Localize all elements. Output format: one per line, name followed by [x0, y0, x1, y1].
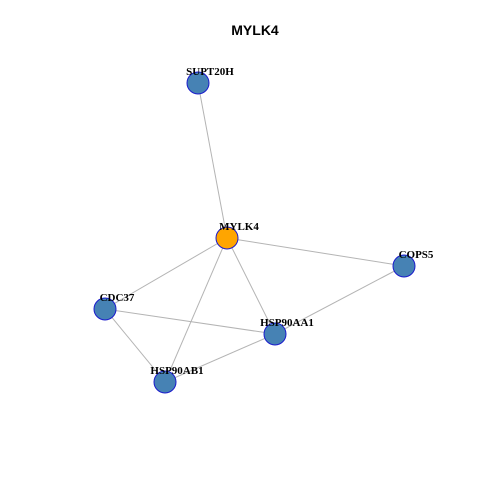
edge-cdc37-hsp90ab1	[104, 308, 166, 383]
node-mylk4[interactable]	[215, 226, 239, 250]
edge-mylk4-hsp90ab1	[164, 237, 228, 383]
edge-mylk4-cops5	[226, 237, 405, 267]
node-hsp90ab1[interactable]	[153, 370, 177, 394]
node-label-cdc37: CDC37	[100, 292, 135, 304]
edge-mylk4-cdc37	[104, 237, 228, 310]
node-cops5[interactable]	[392, 254, 416, 278]
edge-hsp90aa1-hsp90ab1	[164, 333, 276, 383]
node-hsp90aa1[interactable]	[263, 322, 287, 346]
node-cdc37[interactable]	[93, 297, 117, 321]
edge-supt20h-mylk4	[197, 82, 228, 239]
node-label-hsp90ab1: HSP90AB1	[150, 365, 203, 377]
diagram-title: MYLK4	[231, 22, 279, 38]
edge-cops5-hsp90aa1	[274, 265, 405, 335]
node-label-mylk4: MYLK4	[219, 221, 259, 233]
edge-mylk4-hsp90aa1	[226, 237, 276, 335]
node-label-hsp90aa1: HSP90AA1	[260, 317, 314, 329]
node-label-cops5: COPS5	[399, 249, 434, 261]
edge-cdc37-hsp90aa1	[104, 308, 276, 335]
nodes-layer	[93, 71, 416, 394]
node-label-supt20h: SUPT20H	[186, 66, 234, 78]
node-supt20h[interactable]	[186, 71, 210, 95]
edges-layer	[104, 82, 405, 383]
